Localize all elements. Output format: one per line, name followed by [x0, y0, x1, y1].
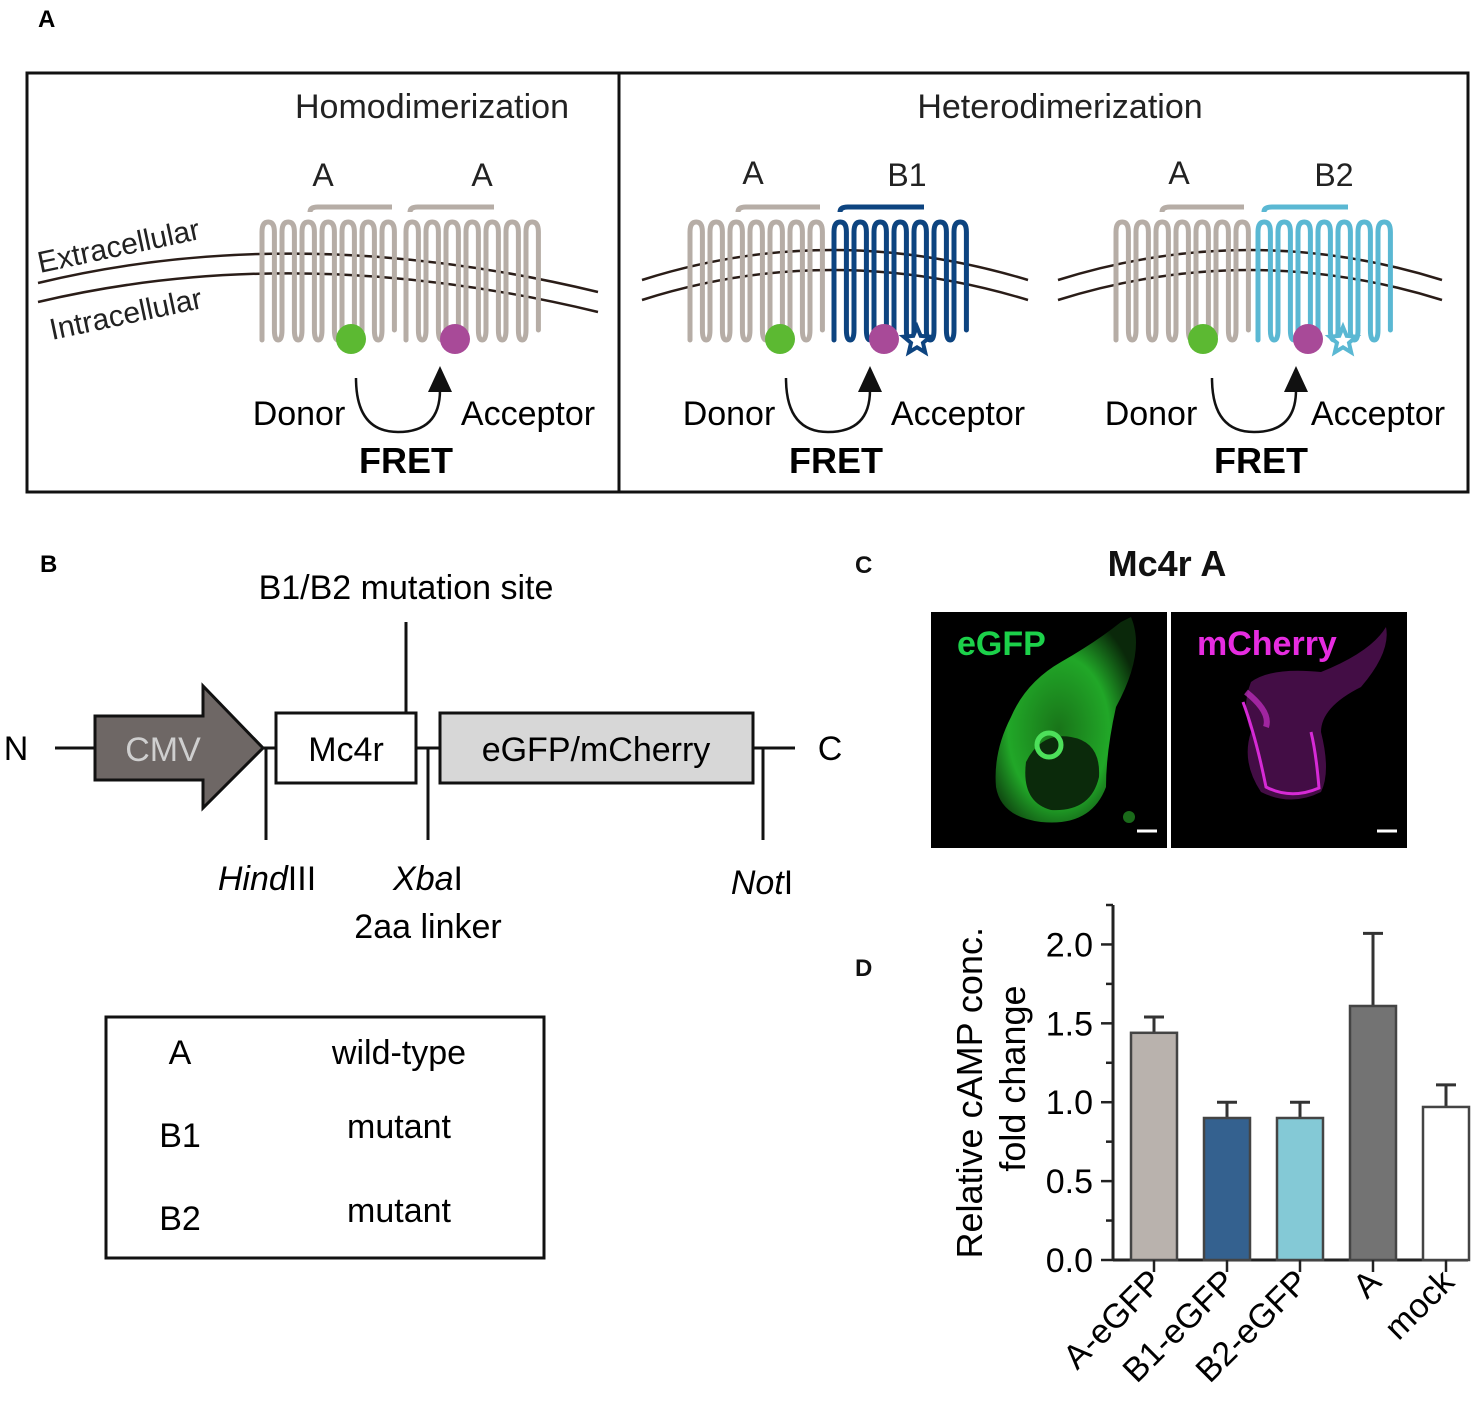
y-tick-label: 1.5 [1046, 1005, 1093, 1043]
hetero1-receptor-b1 [831, 219, 969, 343]
heterodimer-title: Heterodimerization [917, 88, 1202, 126]
n-terminal-tail [1261, 204, 1348, 213]
hetero1-label-a: A [742, 155, 764, 191]
donor-dot [336, 324, 366, 354]
fret-label: FRET [789, 440, 883, 481]
acceptor-label: Acceptor [891, 395, 1025, 433]
xbai-label: XbaI [392, 860, 463, 898]
legend-table [104, 1015, 546, 1260]
legend-desc-b1: mutant [347, 1108, 451, 1146]
panel-b-letter: B [40, 551, 57, 578]
homo-label-a1: A [312, 157, 334, 193]
homo-receptor-a2 [403, 219, 541, 343]
hetero2-receptor-a [1113, 219, 1251, 343]
hetero1-fret-group: Donor Acceptor FRET [683, 324, 1025, 481]
x-tick-label: mock [1377, 1262, 1462, 1347]
n-terminal-tail [837, 204, 924, 213]
linker-label: 2aa linker [354, 908, 501, 946]
mcherry-membrane [1241, 701, 1321, 796]
legend-desc-b2: mutant [347, 1192, 451, 1230]
bar [1348, 1004, 1398, 1262]
fp-label: eGFP/mCherry [482, 731, 711, 769]
noti-label: NotI [731, 864, 793, 902]
hetero2-receptor-b2 [1255, 219, 1393, 343]
hindiii-label: HindIII [218, 860, 316, 898]
bar [1202, 1116, 1252, 1262]
homo-receptor-a1 [259, 219, 397, 343]
hetero2-fret-group: Donor Acceptor FRET [1105, 324, 1445, 481]
legend-code-b1: B1 [159, 1117, 201, 1155]
extracellular-label: Extracellular [35, 213, 203, 280]
panel-a-letter: A [38, 6, 55, 33]
y-tick-label: 1.0 [1046, 1084, 1093, 1122]
fret-arrowhead [858, 366, 882, 392]
acceptor-label: Acceptor [1311, 395, 1445, 433]
intracellular-label: Intracellular [47, 282, 206, 347]
egfp-micrograph: eGFP [931, 612, 1167, 848]
donor-label: Donor [1105, 395, 1198, 433]
acceptor-dot [440, 324, 470, 354]
donor-dot [1188, 324, 1218, 354]
b1-mutation-star-icon [898, 321, 936, 357]
mcherry-label: mCherry [1197, 625, 1337, 663]
bar [1275, 1116, 1325, 1262]
n-terminal-tail [407, 204, 494, 213]
y-tick-label: 2.0 [1046, 926, 1093, 964]
homodimer-title: Homodimerization [295, 88, 569, 126]
acceptor-dot [869, 324, 899, 354]
hetero2-label-a: A [1168, 155, 1190, 191]
y-tick-label: 0.0 [1046, 1242, 1093, 1280]
legend-code-a: A [169, 1034, 192, 1072]
panel-a-diagram: A Homodimerization Heterodimerization Ex… [25, 6, 1470, 494]
panel-c-title: Mc4r A [1107, 543, 1227, 584]
x-tick-label: A [1346, 1263, 1389, 1306]
fret-label: FRET [1214, 440, 1308, 481]
homo-label-a2: A [471, 157, 493, 193]
y-axis-label-line2: fold change [992, 985, 1033, 1171]
panel-a-frame [25, 71, 1470, 494]
n-terminal-tail [735, 204, 820, 213]
panel-b-diagram: B B1/B2 mutation site N C CMV Mc4r eGFP/… [4, 551, 843, 1260]
panel-d-letter: D [855, 955, 873, 982]
mcherry-cell [1246, 627, 1387, 800]
hetero1-receptor-a [687, 219, 825, 343]
egfp-nucleolus [1034, 730, 1064, 760]
acceptor-label: Acceptor [461, 395, 595, 433]
fret-arrow [784, 377, 872, 434]
mcherry-micrograph: mCherry [1171, 612, 1407, 848]
cmv-label: CMV [125, 731, 201, 769]
acceptor-dot [1293, 324, 1323, 354]
hetero2-label-b2: B2 [1314, 157, 1353, 193]
y-tick-label: 0.5 [1046, 1163, 1093, 1201]
legend-desc-a: wild-type [331, 1034, 466, 1072]
cmv-promoter-arrow [93, 682, 266, 812]
mutation-site-label: B1/B2 mutation site [259, 569, 554, 607]
n-terminal-tail [307, 204, 392, 213]
hetero1-label-b1: B1 [887, 157, 926, 193]
homo-fret-group: Donor Acceptor FRET [253, 324, 595, 481]
egfp-label: eGFP [957, 625, 1046, 663]
fret-arrowhead [428, 366, 452, 392]
panel-c-letter: C [855, 552, 873, 579]
b2-mutation-star-icon [1324, 321, 1362, 357]
fret-arrow [1210, 377, 1298, 434]
fret-label: FRET [359, 440, 453, 481]
fret-arrow [354, 377, 442, 434]
fp-box [438, 711, 755, 785]
donor-label: Donor [683, 395, 776, 433]
c-terminus: C [818, 730, 843, 768]
camp-bar-chart: 0.0 0.5 1.0 1.5 2.0 Relative cAMP conc.fold c… [949, 903, 1471, 1390]
bar [1421, 1105, 1471, 1262]
n-terminal-tail [1159, 204, 1244, 213]
mcherry-golgi [1244, 689, 1270, 728]
bar [1129, 1031, 1179, 1262]
egfp-speck [1123, 811, 1135, 823]
n-terminus: N [4, 730, 29, 768]
mc4r-label: Mc4r [308, 731, 384, 769]
legend-code-b2: B2 [159, 1200, 201, 1238]
donor-label: Donor [253, 395, 346, 433]
y-axis-label: Relative cAMP conc. [949, 927, 990, 1258]
fret-arrowhead [1284, 366, 1308, 392]
donor-dot [765, 324, 795, 354]
